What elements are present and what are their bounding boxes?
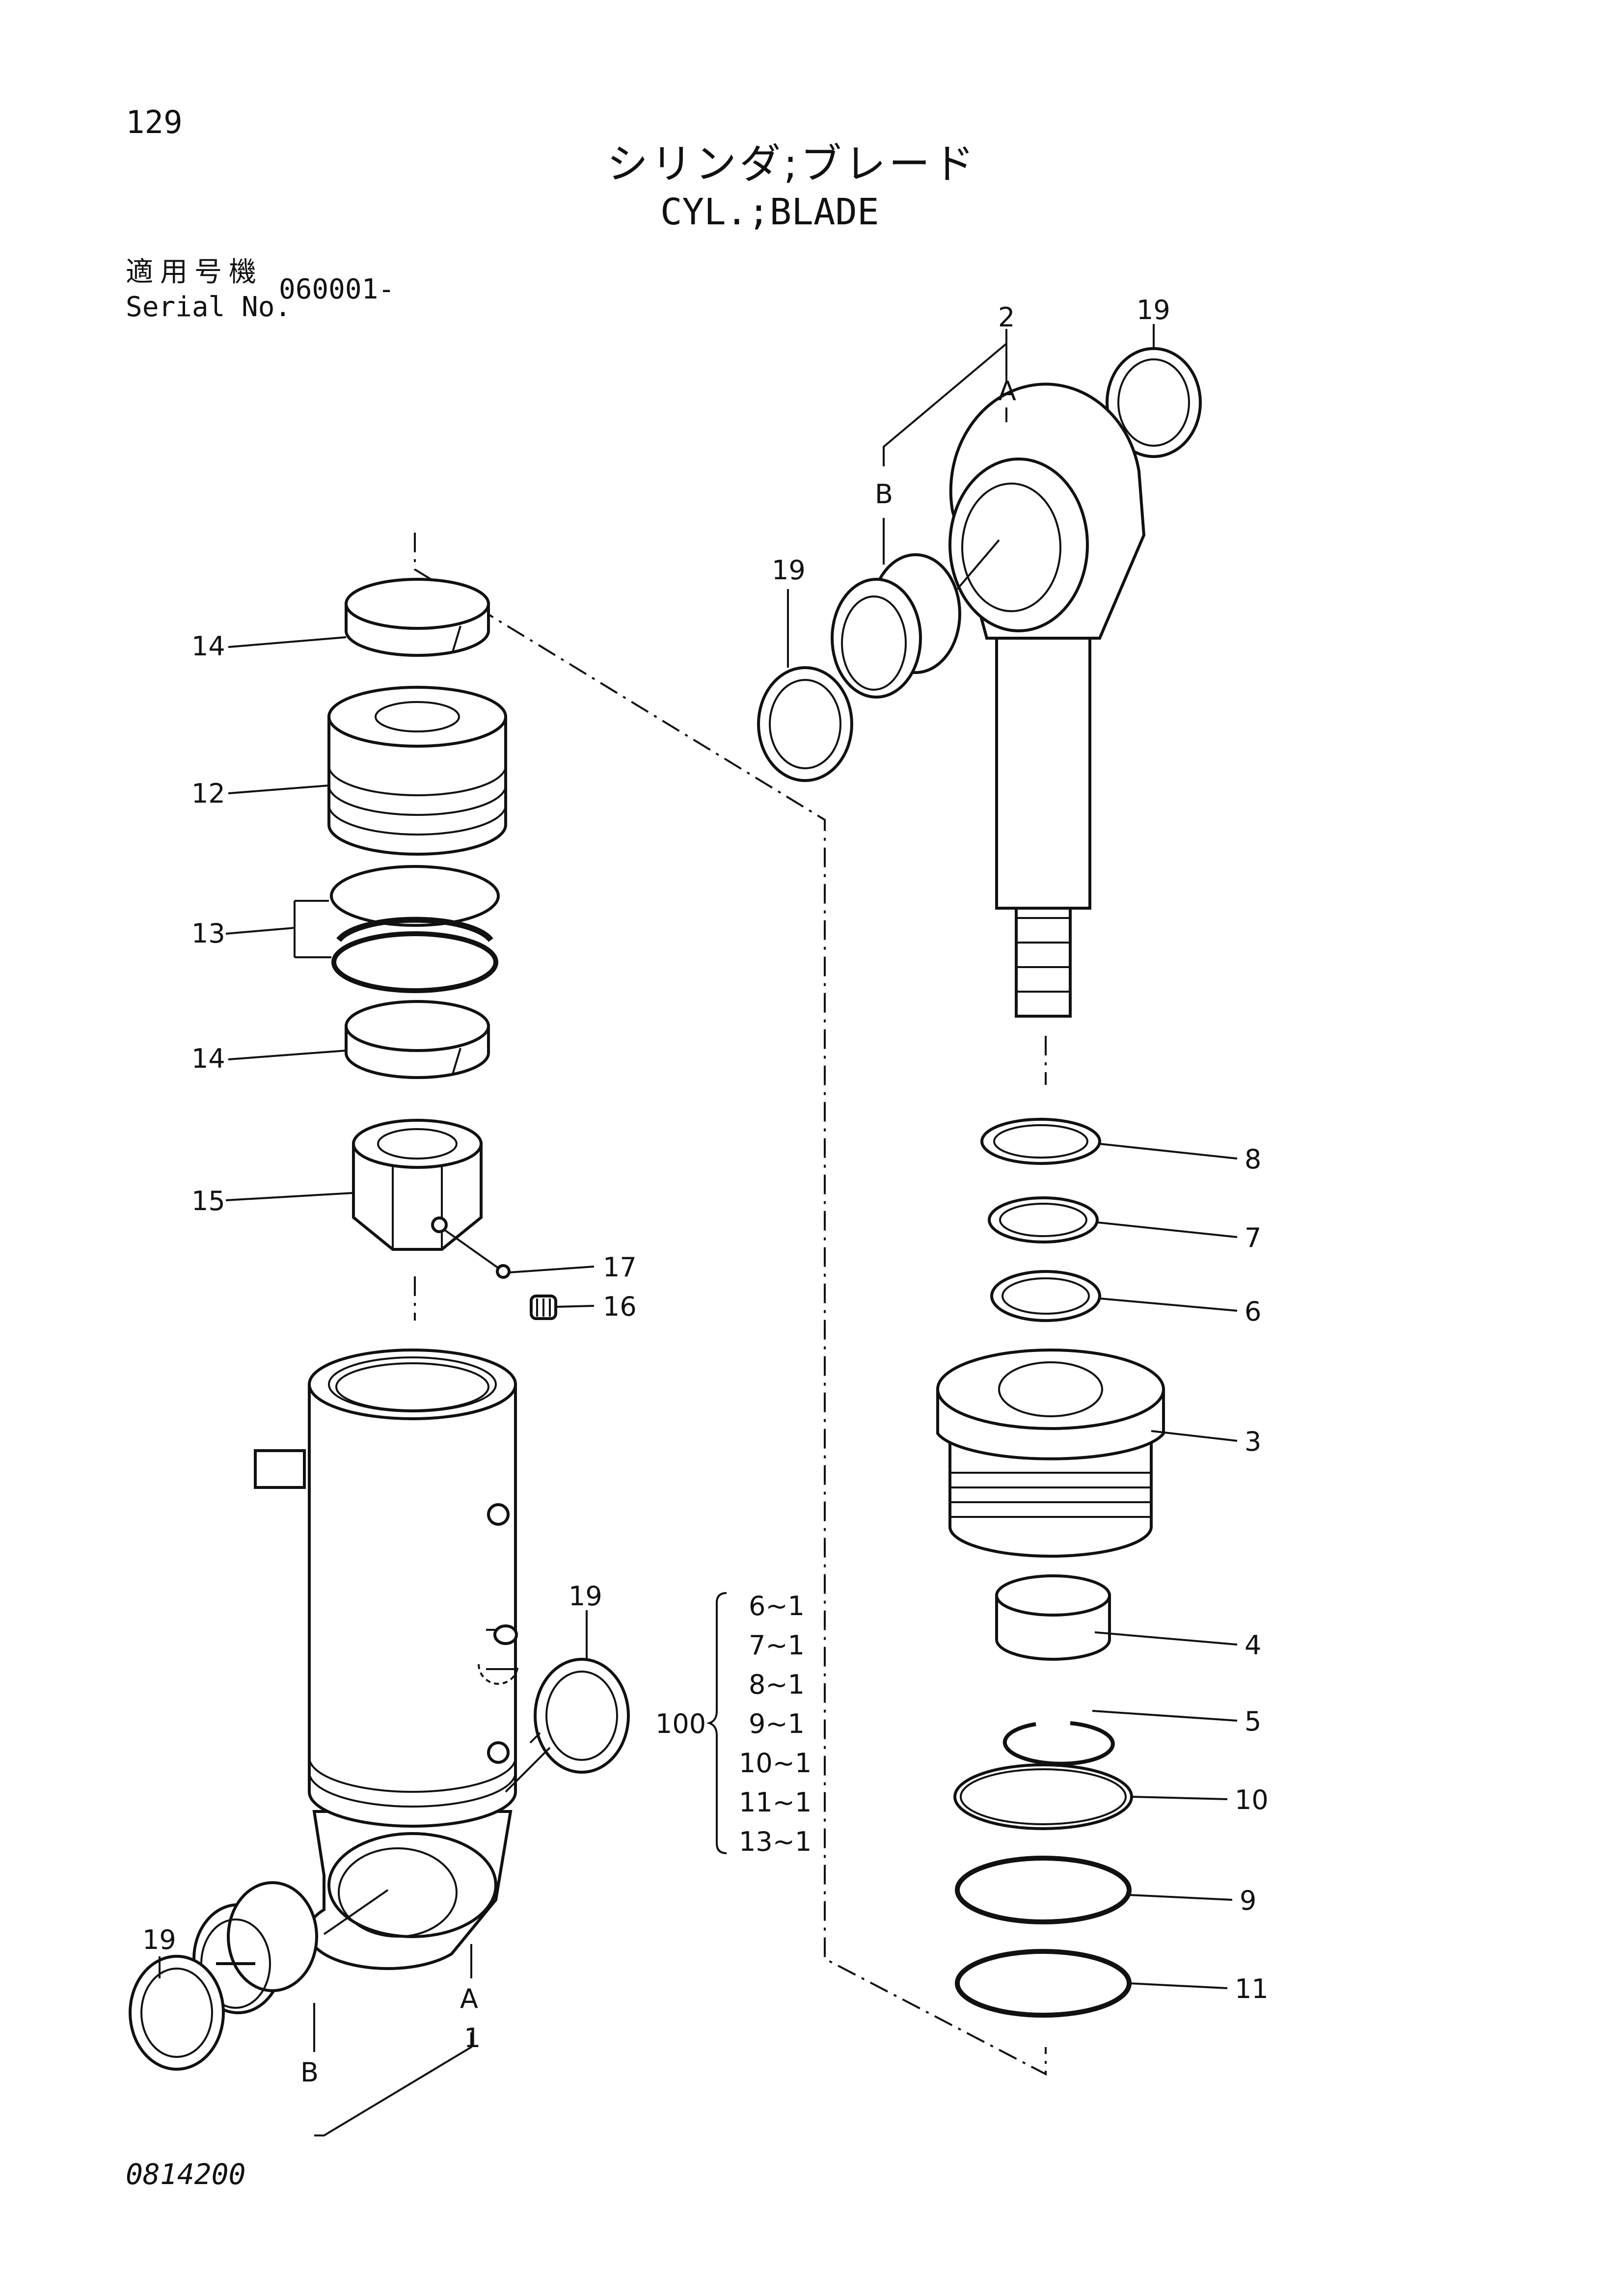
kit-item-5: 10~1 — [739, 1748, 812, 1779]
rod-cover-3 — [936, 1349, 1165, 1558]
ball-17 — [496, 1264, 511, 1279]
serial-number-value: 060001- — [279, 273, 395, 305]
seal-6 — [990, 1270, 1101, 1322]
backup-ring-9 — [955, 1856, 1132, 1924]
bushing-19-bottom — [129, 1955, 225, 2071]
piston-nut-15 — [352, 1119, 483, 1251]
callout-14-top: 14 — [191, 631, 225, 662]
callout-7: 7 — [1245, 1222, 1261, 1253]
pin-bushing-body — [192, 1881, 329, 2023]
pin-bushing-rod — [831, 553, 961, 699]
callout-A-body: A — [460, 1983, 478, 2014]
callout-4: 4 — [1245, 1630, 1261, 1661]
callout-9: 9 — [1240, 1885, 1256, 1916]
kit-item-2: 7~1 — [749, 1630, 805, 1661]
assembly-centerline — [414, 533, 1047, 2076]
kit-item-4: 9~1 — [749, 1708, 805, 1739]
page-title-japanese: シリンダ;ブレード — [607, 140, 977, 188]
callout-2: 2 — [998, 302, 1015, 333]
snap-ring-5 — [1002, 1721, 1115, 1766]
piston-12 — [327, 686, 507, 856]
drawing-number: 0814200 — [126, 2158, 246, 2191]
o-ring-10 — [953, 1763, 1133, 1830]
wear-ring-14-bottom — [345, 1000, 490, 1079]
seal-8 — [980, 1118, 1101, 1165]
callout-3: 3 — [1245, 1426, 1261, 1457]
callout-A-rod: A — [998, 376, 1016, 406]
callout-12: 12 — [191, 778, 225, 809]
callout-19-body: 19 — [568, 1581, 602, 1612]
callout-labels: 14 12 13 14 15 17 16 19 19 A 1 B 2 A B 1… — [142, 295, 1269, 2088]
callout-11: 11 — [1235, 1973, 1269, 2004]
bushing-4 — [995, 1574, 1111, 1661]
leader-lines — [159, 324, 1238, 2136]
callout-19-bottom: 19 — [142, 1924, 176, 1955]
callout-15: 15 — [191, 1186, 225, 1216]
kit-item-6: 11~1 — [739, 1787, 812, 1818]
page-number: 129 — [126, 105, 183, 141]
callout-14-bottom: 14 — [191, 1043, 225, 1074]
cylinder-tube-1 — [254, 1349, 519, 1970]
callout-5: 5 — [1245, 1706, 1261, 1737]
bushing-19-rod — [757, 666, 853, 782]
kit-number-100: 100 — [655, 1708, 706, 1739]
callout-19-top: 19 — [1137, 295, 1170, 325]
serial-label-english: Serial No. — [126, 291, 292, 323]
callout-1: 1 — [464, 2023, 481, 2053]
callout-8: 8 — [1245, 1144, 1261, 1175]
callout-17: 17 — [603, 1252, 637, 1283]
wear-ring-14-top — [345, 578, 490, 657]
callout-16: 16 — [603, 1291, 637, 1322]
piston-rod-2 — [948, 382, 1146, 1018]
callout-19-rod: 19 — [772, 555, 806, 586]
callout-B-body: B — [300, 2057, 319, 2088]
callout-B-rod: B — [875, 479, 893, 510]
set-screw-16 — [530, 1295, 557, 1320]
callout-6: 6 — [1245, 1296, 1261, 1327]
kit-item-7: 13~1 — [739, 1826, 812, 1857]
seal-ring-13 — [330, 865, 500, 993]
kit-item-3: 8~1 — [749, 1669, 805, 1700]
page-title-english: CYL.;BLADE — [660, 191, 879, 233]
kit-item-1: 6~1 — [749, 1591, 805, 1621]
bushing-19-body — [534, 1658, 630, 1774]
serial-label-japanese: 適用号機 — [126, 256, 263, 288]
seal-7 — [988, 1196, 1099, 1243]
callout-10: 10 — [1235, 1784, 1269, 1815]
o-ring-11 — [955, 1949, 1132, 2018]
callout-13: 13 — [191, 918, 225, 949]
